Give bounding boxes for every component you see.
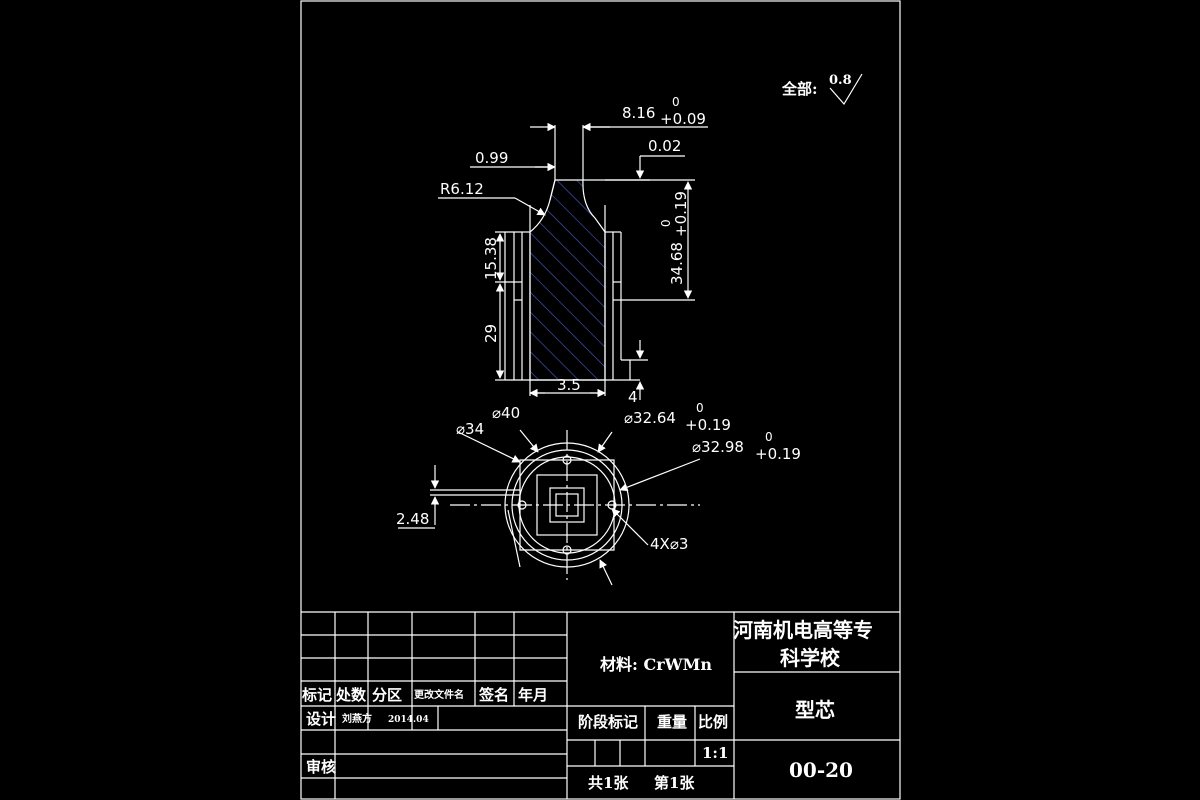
dim-height-group: 34.68 0 +0.19 — [659, 191, 690, 285]
dim-top-width-lower: +0.09 — [660, 110, 706, 128]
core-hatch — [529, 179, 606, 381]
scale-label: 比例 — [698, 713, 728, 731]
dim-shoulder: 0.99 — [475, 149, 508, 167]
sheet-number: 第1张 — [654, 774, 695, 792]
review-label: 审核 — [306, 758, 336, 776]
title-block — [301, 611, 900, 799]
col-sign: 签名 — [478, 686, 509, 704]
sheets-total: 共1张 — [588, 774, 629, 792]
col-doc: 更改文件名 — [414, 688, 464, 701]
dim-dia3264-lower: +0.19 — [685, 416, 731, 434]
roughness-value: 0.8 — [829, 73, 852, 88]
dim-bottom-right: 4 — [628, 388, 638, 406]
school-name-line2: 科学校 — [780, 646, 841, 670]
dim-step: 0.02 — [648, 137, 681, 155]
roughness-symbol-icon — [829, 73, 863, 106]
design-label: 设计 — [306, 710, 336, 728]
col-date: 年月 — [518, 686, 548, 704]
part-name: 型芯 — [795, 698, 835, 722]
school-name-line1: 河南机电高等专 — [733, 618, 873, 642]
col-zone: 分区 — [372, 686, 402, 704]
dim-left-upper: 15.38 — [482, 237, 500, 280]
dim-left-lower: 29 — [482, 324, 500, 343]
dim-top-width-upper: 0 — [672, 95, 680, 109]
dim-dia3264-upper: 0 — [696, 401, 704, 415]
dim-dia3264: ⌀32.64 — [624, 409, 676, 427]
plan-view — [398, 429, 701, 586]
dim-dia34: ⌀34 — [456, 420, 484, 438]
section-view — [438, 122, 708, 400]
designer-name: 刘燕方 — [342, 712, 372, 725]
dim-height-lower: +0.19 — [672, 191, 690, 237]
dim-dia3298-upper: 0 — [765, 430, 773, 444]
col-mark: 标记 — [301, 686, 332, 704]
weight-label: 重量 — [657, 713, 687, 731]
drawing-number: 00-20 — [789, 758, 853, 782]
design-date: 2014.04 — [388, 715, 429, 725]
material-label: 材料: CrWMn — [600, 655, 712, 674]
dim-dia40: ⌀40 — [492, 404, 520, 422]
dim-offset: 2.48 — [396, 510, 429, 528]
col-count: 处数 — [335, 686, 367, 704]
dim-height-upper: 0 — [659, 219, 673, 227]
dim-dia3298: ⌀32.98 — [692, 438, 744, 456]
dim-top-width: 8.16 — [622, 104, 655, 122]
dim-height: 34.68 — [668, 242, 686, 285]
roughness-note: 全部: 0.8 — [781, 73, 863, 106]
dim-bottom-width: 3.5 — [557, 376, 581, 394]
dim-radius: R6.12 — [440, 180, 484, 198]
scale-value: 1:1 — [702, 744, 728, 762]
roughness-label: 全部: — [781, 80, 818, 98]
sheet-border — [300, 0, 901, 800]
dim-holes: 4X⌀3 — [650, 535, 688, 553]
stage-label: 阶段标记 — [578, 713, 638, 731]
dim-dia3298-lower: +0.19 — [755, 445, 801, 463]
